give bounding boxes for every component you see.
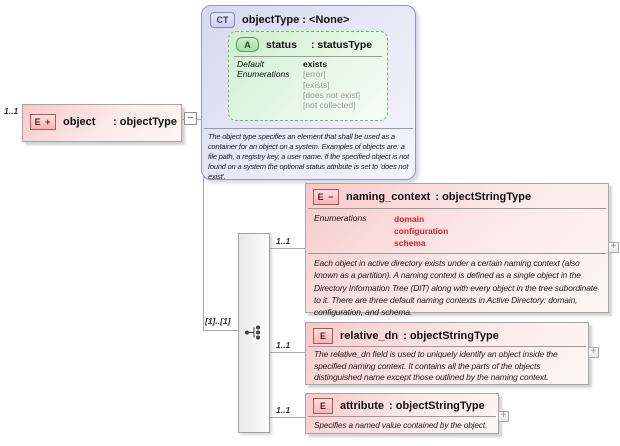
child-cardinality-label: 1..1	[276, 340, 291, 350]
divider	[308, 208, 606, 209]
connector-line	[268, 248, 305, 249]
enumerations-label: Enumerations	[237, 69, 290, 80]
element-icon: E +	[30, 114, 56, 130]
element-type: : objectType	[113, 116, 177, 128]
enum-value: schema	[394, 238, 426, 248]
sequence-compositor-box[interactable]	[238, 233, 270, 433]
element-type: : objectStringType	[389, 400, 485, 412]
complextype-title: objectType : <None>	[242, 14, 350, 26]
divider	[234, 56, 382, 57]
element-box-naming-context[interactable]: E − naming_context : objectStringType En…	[305, 183, 609, 317]
element-name: relative_dn	[340, 330, 399, 342]
enum-value: domain	[394, 214, 425, 224]
attribute-type: : statusType	[311, 38, 373, 51]
divider	[308, 346, 586, 347]
element-name: object	[63, 116, 96, 128]
enum-value: [error]	[303, 69, 326, 80]
expand-toggle[interactable]: +	[608, 242, 619, 253]
expand-toggle[interactable]: +	[588, 347, 599, 358]
divider	[204, 128, 413, 129]
enum-value: configuration	[394, 226, 449, 236]
element-name: naming_context	[346, 191, 431, 203]
connector-line	[203, 119, 204, 331]
element-icon: E	[313, 328, 333, 344]
child-cardinality-label: 1..1	[276, 236, 291, 246]
attribute-box-status[interactable]: A status : statusType Default exists Enu…	[228, 31, 388, 121]
element-annotation: Specifies a named value contained by the…	[314, 420, 488, 430]
attribute-icon: A	[236, 37, 259, 52]
sequence-icon	[245, 325, 260, 340]
element-icon: E	[313, 398, 333, 414]
connector-line	[268, 352, 305, 353]
divider	[308, 253, 606, 254]
enum-value: [not collected]	[303, 100, 356, 111]
enum-value: [does not exist]	[303, 89, 361, 100]
element-box-attribute[interactable]: E attribute : objectStringType Specifies…	[305, 393, 499, 434]
divider	[308, 416, 496, 417]
default-value: exists	[303, 59, 328, 69]
element-icon: E −	[313, 189, 339, 205]
connector-line	[268, 417, 305, 418]
expand-toggle[interactable]: +	[498, 411, 509, 422]
enumerations-label: Enumerations	[314, 213, 367, 223]
root-cardinality-label: 1..1	[4, 106, 19, 116]
connector-line	[203, 330, 238, 331]
complextype-icon: CT	[210, 12, 235, 28]
element-box-object[interactable]: E + object : objectType	[22, 104, 182, 142]
element-type: : objectStringType	[435, 191, 532, 203]
default-label: Default	[237, 59, 264, 69]
element-type: : objectStringType	[403, 330, 499, 342]
element-name: attribute	[340, 400, 384, 412]
compositor-occurrence-label: [1]..[1]	[205, 316, 231, 326]
enum-value: [exists]	[303, 79, 330, 90]
complextype-box-objecttype[interactable]: CT objectType : <None> A status : status…	[201, 5, 416, 181]
element-box-relative-dn[interactable]: E relative_dn : objectStringType The rel…	[305, 322, 589, 385]
child-cardinality-label: 1..1	[276, 405, 291, 415]
element-annotation: The relative_dn field is used to uniquel…	[314, 349, 558, 382]
complextype-annotation: The object type specifies an element tha…	[208, 132, 409, 181]
collapse-toggle[interactable]: −	[184, 112, 197, 125]
element-annotation: Each object in active directory exists u…	[314, 258, 598, 318]
attribute-name: status	[266, 38, 297, 51]
